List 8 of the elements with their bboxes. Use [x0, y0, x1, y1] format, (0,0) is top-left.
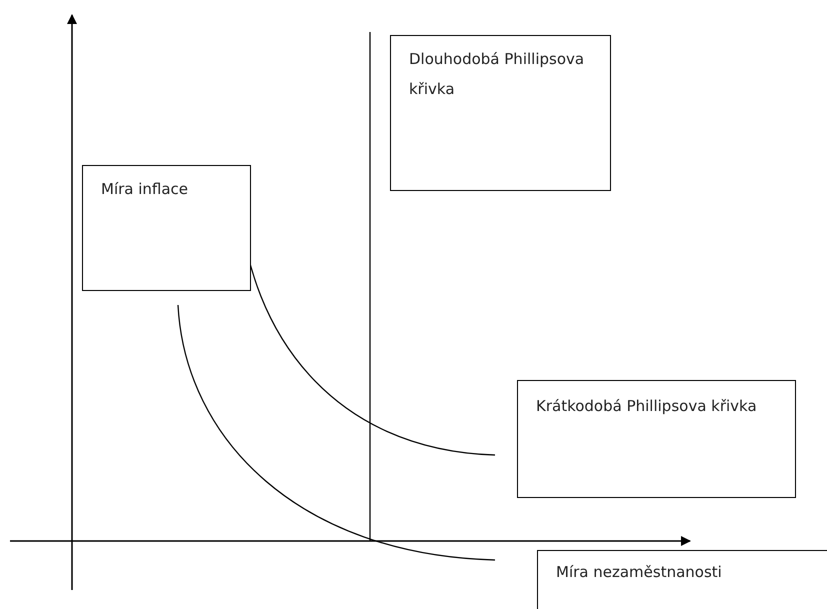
- label-box: [537, 550, 827, 609]
- curve-label: Dlouhodobá Phillipsova křivka: [409, 49, 586, 100]
- axis-label: Míra nezaměstnanosti: [556, 562, 723, 583]
- curve-label: Krátkodobá Phillipsova křivka: [536, 396, 758, 417]
- axis-label: Míra inflace: [101, 179, 190, 200]
- label-box: [82, 165, 251, 291]
- label-box: [390, 35, 611, 191]
- label-box: [517, 380, 796, 498]
